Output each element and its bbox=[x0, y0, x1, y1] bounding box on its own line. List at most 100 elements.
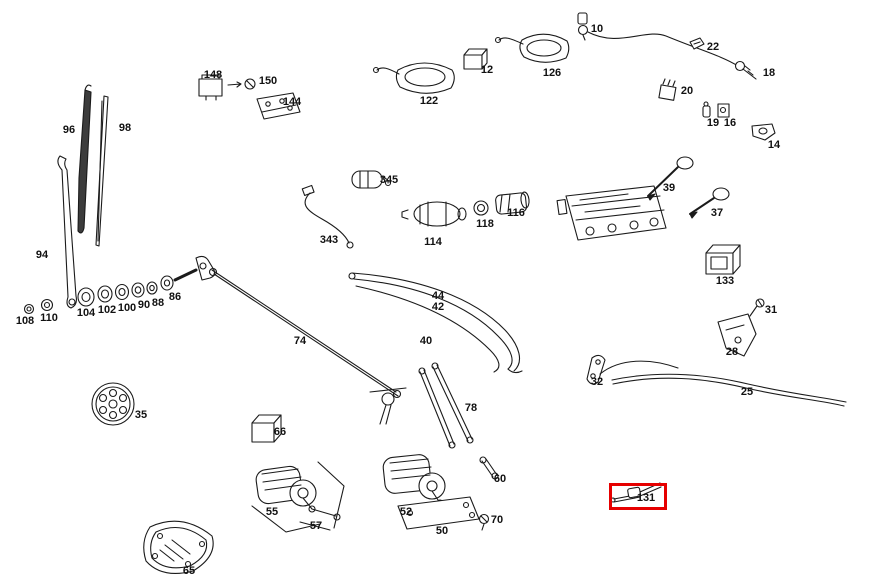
cable-343-sketch bbox=[301, 184, 354, 249]
part-label-86: 86 bbox=[168, 291, 182, 303]
part-label-70: 70 bbox=[490, 514, 504, 526]
washer-90-sketch bbox=[131, 282, 145, 298]
part-label-40: 40 bbox=[419, 335, 433, 347]
lamp-126-sketch bbox=[494, 33, 570, 63]
part-label-150: 150 bbox=[258, 75, 278, 87]
part-label-50: 50 bbox=[435, 525, 449, 537]
wiper-motor-52-sketch bbox=[382, 454, 446, 504]
part-label-110: 110 bbox=[40, 312, 58, 324]
mid-pivot-sketch bbox=[369, 387, 407, 425]
part-label-78: 78 bbox=[464, 402, 478, 414]
screw-18-sketch bbox=[734, 60, 757, 80]
wiper-blade-96-sketch bbox=[77, 84, 92, 234]
part-label-133: 133 bbox=[715, 275, 735, 287]
part-label-14: 14 bbox=[767, 139, 781, 151]
nut-118-sketch bbox=[473, 200, 489, 216]
part-label-12: 12 bbox=[480, 64, 494, 76]
part-label-57: 57 bbox=[309, 520, 323, 532]
switch-345-sketch bbox=[351, 170, 392, 189]
lamp-122-sketch bbox=[372, 62, 455, 94]
part-label-108: 108 bbox=[15, 315, 35, 327]
washer-88-sketch bbox=[146, 281, 158, 295]
socket-16-sketch bbox=[717, 103, 730, 118]
wiring-harness-sketch bbox=[587, 31, 739, 67]
screw-150-sketch bbox=[244, 78, 256, 90]
bracket-28-sketch bbox=[717, 313, 757, 357]
knob-39-sketch bbox=[647, 156, 694, 201]
washer-100-sketch bbox=[114, 283, 130, 301]
part-label-31: 31 bbox=[764, 304, 778, 316]
part-label-66: 66 bbox=[273, 426, 287, 438]
nut-108-sketch bbox=[23, 303, 35, 315]
clip-22-sketch bbox=[689, 37, 705, 50]
part-label-37: 37 bbox=[710, 207, 724, 219]
part-label-16: 16 bbox=[723, 117, 737, 129]
part-label-94: 94 bbox=[35, 249, 49, 261]
link-60-sketch bbox=[479, 456, 499, 480]
switch-114-sketch bbox=[401, 201, 467, 227]
bracket-144-sketch bbox=[256, 92, 301, 120]
heater-control-unit-sketch bbox=[556, 185, 667, 241]
relay-66-sketch bbox=[251, 414, 282, 443]
part-label-10: 10 bbox=[590, 23, 604, 35]
part-label-25: 25 bbox=[740, 386, 754, 398]
part-label-18: 18 bbox=[762, 67, 776, 79]
part-label-126: 126 bbox=[542, 67, 562, 79]
part-label-122: 122 bbox=[419, 95, 439, 107]
part-label-96: 96 bbox=[62, 124, 76, 136]
cable-40-sketch bbox=[355, 285, 500, 373]
part-label-131: 131 bbox=[636, 492, 656, 504]
part-label-39: 39 bbox=[662, 182, 676, 194]
part-label-144: 144 bbox=[282, 96, 302, 108]
nozzle-131-sketch bbox=[610, 482, 662, 503]
switch-133-sketch bbox=[705, 244, 741, 275]
part-label-74: 74 bbox=[293, 335, 307, 347]
washer-102-sketch bbox=[97, 285, 113, 303]
part-label-35: 35 bbox=[134, 409, 148, 421]
screw-70-sketch bbox=[478, 513, 490, 531]
crank-57-sketch bbox=[299, 505, 341, 531]
relay-148-sketch bbox=[198, 74, 242, 101]
cover-plate-65-sketch bbox=[143, 520, 214, 574]
nut-110-sketch bbox=[40, 298, 54, 312]
part-label-104: 104 bbox=[76, 307, 96, 319]
part-label-102: 102 bbox=[97, 304, 117, 316]
screw-31-sketch bbox=[749, 298, 765, 317]
socket-116-sketch bbox=[495, 191, 530, 215]
link-rods-78-sketch bbox=[418, 362, 474, 449]
part-label-88: 88 bbox=[151, 297, 165, 309]
connector-20-sketch bbox=[658, 78, 677, 101]
part-label-44: 44 bbox=[431, 290, 445, 302]
part-label-32: 32 bbox=[590, 376, 604, 388]
part-label-19: 19 bbox=[706, 117, 720, 129]
bulb-19-sketch bbox=[702, 101, 711, 118]
rod-25-sketch bbox=[599, 360, 847, 407]
part-label-148: 148 bbox=[203, 69, 223, 81]
lever-32-sketch bbox=[586, 354, 606, 385]
part-label-98: 98 bbox=[118, 122, 132, 134]
highlight-box-part-131 bbox=[609, 483, 667, 510]
part-label-60: 60 bbox=[493, 473, 507, 485]
part-label-343: 343 bbox=[319, 234, 339, 246]
wiper-arm-94-sketch bbox=[57, 155, 77, 309]
part-label-28: 28 bbox=[725, 346, 739, 358]
wiper-motor-55-sketch bbox=[255, 465, 317, 510]
part-label-90: 90 bbox=[137, 299, 151, 311]
part-label-42: 42 bbox=[431, 301, 445, 313]
knob-37-sketch bbox=[689, 187, 730, 219]
bulb-10-sketch bbox=[577, 12, 589, 41]
part-label-100: 100 bbox=[117, 302, 137, 314]
washer-86-sketch bbox=[160, 275, 174, 291]
motor-55-bracket-sketch bbox=[251, 461, 345, 533]
part-label-20: 20 bbox=[680, 85, 694, 97]
part-label-118: 118 bbox=[476, 218, 494, 230]
part-label-345: 345 bbox=[379, 174, 399, 186]
part-label-114: 114 bbox=[424, 236, 442, 248]
connector-12-sketch bbox=[463, 48, 488, 70]
part-label-55: 55 bbox=[265, 506, 279, 518]
clip-14-sketch bbox=[751, 123, 776, 141]
wiper-blade-98-sketch bbox=[95, 95, 109, 247]
